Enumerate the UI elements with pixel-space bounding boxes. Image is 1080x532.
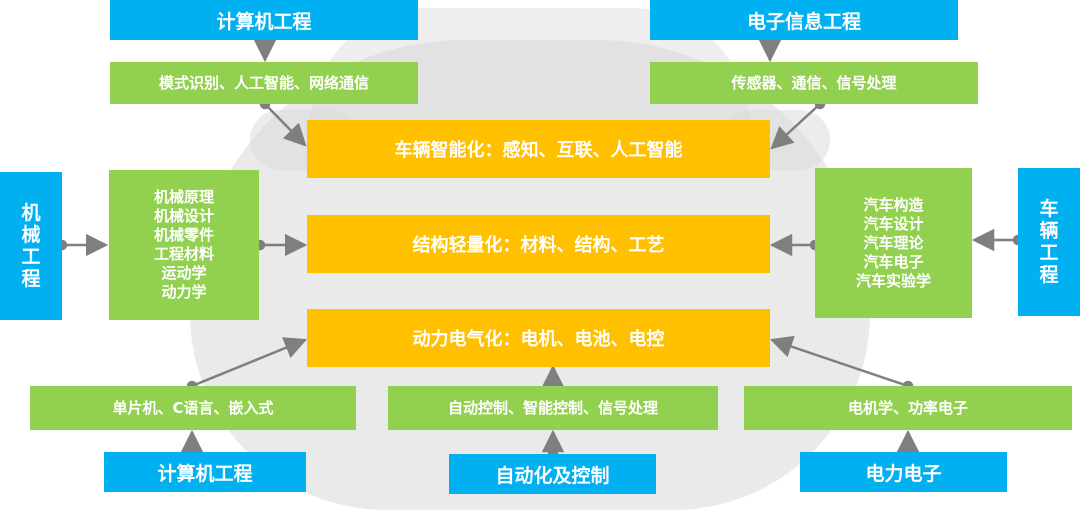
bottom-left-course-box: 单片机、C语言、嵌入式 bbox=[30, 386, 356, 430]
center-intelligent-box: 车辆智能化：感知、互联、人工智能 bbox=[307, 120, 770, 178]
bottom-right-source-box: 电力电子 bbox=[800, 452, 1007, 492]
top-left-course-label: 模式识别、人工智能、网络通信 bbox=[158, 73, 369, 92]
bottom-right-course-box: 电机学、功率电子 bbox=[744, 386, 1072, 430]
left-course-item: 工程材料 bbox=[153, 245, 214, 263]
top-left-source-label: 计算机工程 bbox=[216, 10, 312, 33]
top-right-course-box: 传感器、通信、信号处理 bbox=[650, 62, 978, 104]
left-course-item: 机械零件 bbox=[153, 226, 214, 244]
right-source-char: 程 bbox=[1039, 264, 1059, 286]
top-left-course-box: 模式识别、人工智能、网络通信 bbox=[110, 62, 418, 104]
center-lightweight-box: 结构轻量化：材料、结构、工艺 bbox=[307, 215, 770, 273]
top-left-source-box: 计算机工程 bbox=[110, 0, 418, 40]
right-course-item: 汽车理论 bbox=[863, 233, 924, 252]
top-right-source-label: 电子信息工程 bbox=[746, 10, 861, 33]
center-intelligent-label: 车辆智能化：感知、互联、人工智能 bbox=[394, 140, 683, 161]
right-course-item: 汽车构造 bbox=[863, 195, 924, 214]
right-course-box: 汽车构造 汽车设计 汽车理论 汽车电子 汽车实验学 bbox=[815, 168, 972, 318]
right-source-char: 辆 bbox=[1039, 220, 1059, 242]
bottom-right-source-label: 电力电子 bbox=[865, 462, 942, 485]
left-source-char: 机 bbox=[21, 202, 41, 224]
top-right-course-label: 传感器、通信、信号处理 bbox=[731, 73, 897, 92]
connector-right-source bbox=[971, 228, 1024, 252]
bottom-middle-course-label: 自动控制、智能控制、信号处理 bbox=[447, 398, 658, 417]
right-course-item: 汽车实验学 bbox=[855, 271, 931, 290]
bottom-right-course-label: 电机学、功率电子 bbox=[847, 398, 968, 417]
bottom-left-source-label: 计算机工程 bbox=[157, 462, 253, 485]
bottom-middle-source-label: 自动化及控制 bbox=[495, 464, 610, 487]
left-course-item: 动力学 bbox=[161, 283, 207, 301]
right-course-item: 汽车电子 bbox=[863, 252, 924, 271]
left-source-box: 机 械 工 程 bbox=[0, 172, 62, 320]
left-course-item: 机械设计 bbox=[153, 207, 214, 225]
left-source-char: 工 bbox=[21, 246, 41, 268]
bottom-left-source-box: 计算机工程 bbox=[104, 452, 306, 492]
right-course-item: 汽车设计 bbox=[863, 214, 924, 233]
center-electric-box: 动力电气化：电机、电池、电控 bbox=[307, 309, 770, 367]
center-electric-label: 动力电气化：电机、电池、电控 bbox=[412, 329, 665, 350]
left-course-item: 机械原理 bbox=[153, 188, 214, 206]
left-course-box: 机械原理 机械设计 机械零件 工程材料 运动学 动力学 bbox=[109, 170, 259, 320]
center-lightweight-label: 结构轻量化：材料、结构、工艺 bbox=[412, 235, 665, 256]
right-source-char: 工 bbox=[1039, 242, 1059, 264]
left-source-char: 程 bbox=[21, 268, 41, 290]
top-right-source-box: 电子信息工程 bbox=[650, 0, 958, 40]
connector-left-source bbox=[56, 233, 109, 257]
left-source-char: 械 bbox=[21, 224, 41, 246]
bottom-middle-course-box: 自动控制、智能控制、信号处理 bbox=[388, 386, 718, 430]
right-source-box: 车 辆 工 程 bbox=[1018, 168, 1080, 316]
bottom-middle-source-box: 自动化及控制 bbox=[449, 454, 656, 494]
bottom-left-course-label: 单片机、C语言、嵌入式 bbox=[112, 398, 274, 417]
right-source-char: 车 bbox=[1039, 198, 1059, 220]
left-course-item: 运动学 bbox=[161, 264, 207, 282]
